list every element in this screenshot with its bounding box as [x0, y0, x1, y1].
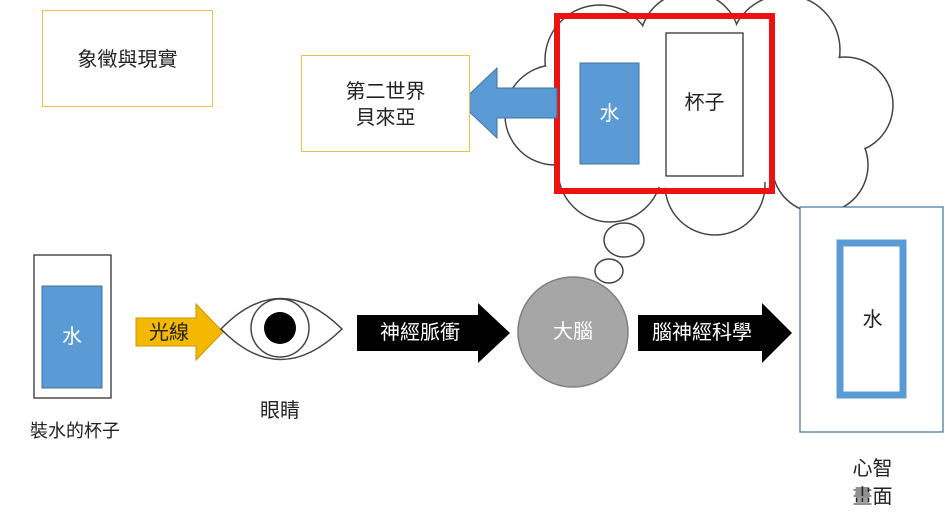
second-world-line2: 貝來亞 [355, 104, 416, 129]
light-arrow [135, 302, 224, 362]
thought-water-label: 水 [599, 101, 620, 125]
mind-water-rect [836, 239, 907, 399]
mind-caption-line1: 心智 [852, 456, 893, 480]
nerve-label: 神經脈衝 [380, 320, 460, 344]
nerve-arrow [357, 303, 510, 363]
cup-water-label: 水 [62, 324, 82, 348]
mind-caption-line2: 畫面 [852, 484, 893, 508]
light-label: 光線 [149, 320, 189, 344]
second-world-box: 第二世界 貝來亞 [301, 55, 470, 152]
thought-bubble-large [603, 222, 645, 258]
left-blue-arrow [459, 66, 558, 140]
thought-cup-label: 杯子 [684, 90, 725, 114]
thought-bubble-small [594, 258, 624, 284]
neuro-label: 腦神經科學 [652, 320, 752, 344]
eye-icon [219, 297, 344, 361]
thought-water-rect [579, 62, 640, 165]
brain-circle [517, 276, 629, 388]
second-world-line1: 第二世界 [345, 78, 426, 103]
title-box: 象徵與現實 [42, 10, 213, 107]
mind-water-label: 水 [862, 307, 883, 331]
brain-label: 大腦 [553, 319, 593, 343]
cup-caption: 裝水的杯子 [30, 421, 120, 442]
eye-caption: 眼睛 [260, 398, 300, 422]
cup-water-rect [41, 285, 103, 389]
title-text: 象徵與現實 [77, 46, 178, 71]
thought-cup-rect [665, 32, 744, 177]
neuro-arrow [638, 303, 792, 363]
